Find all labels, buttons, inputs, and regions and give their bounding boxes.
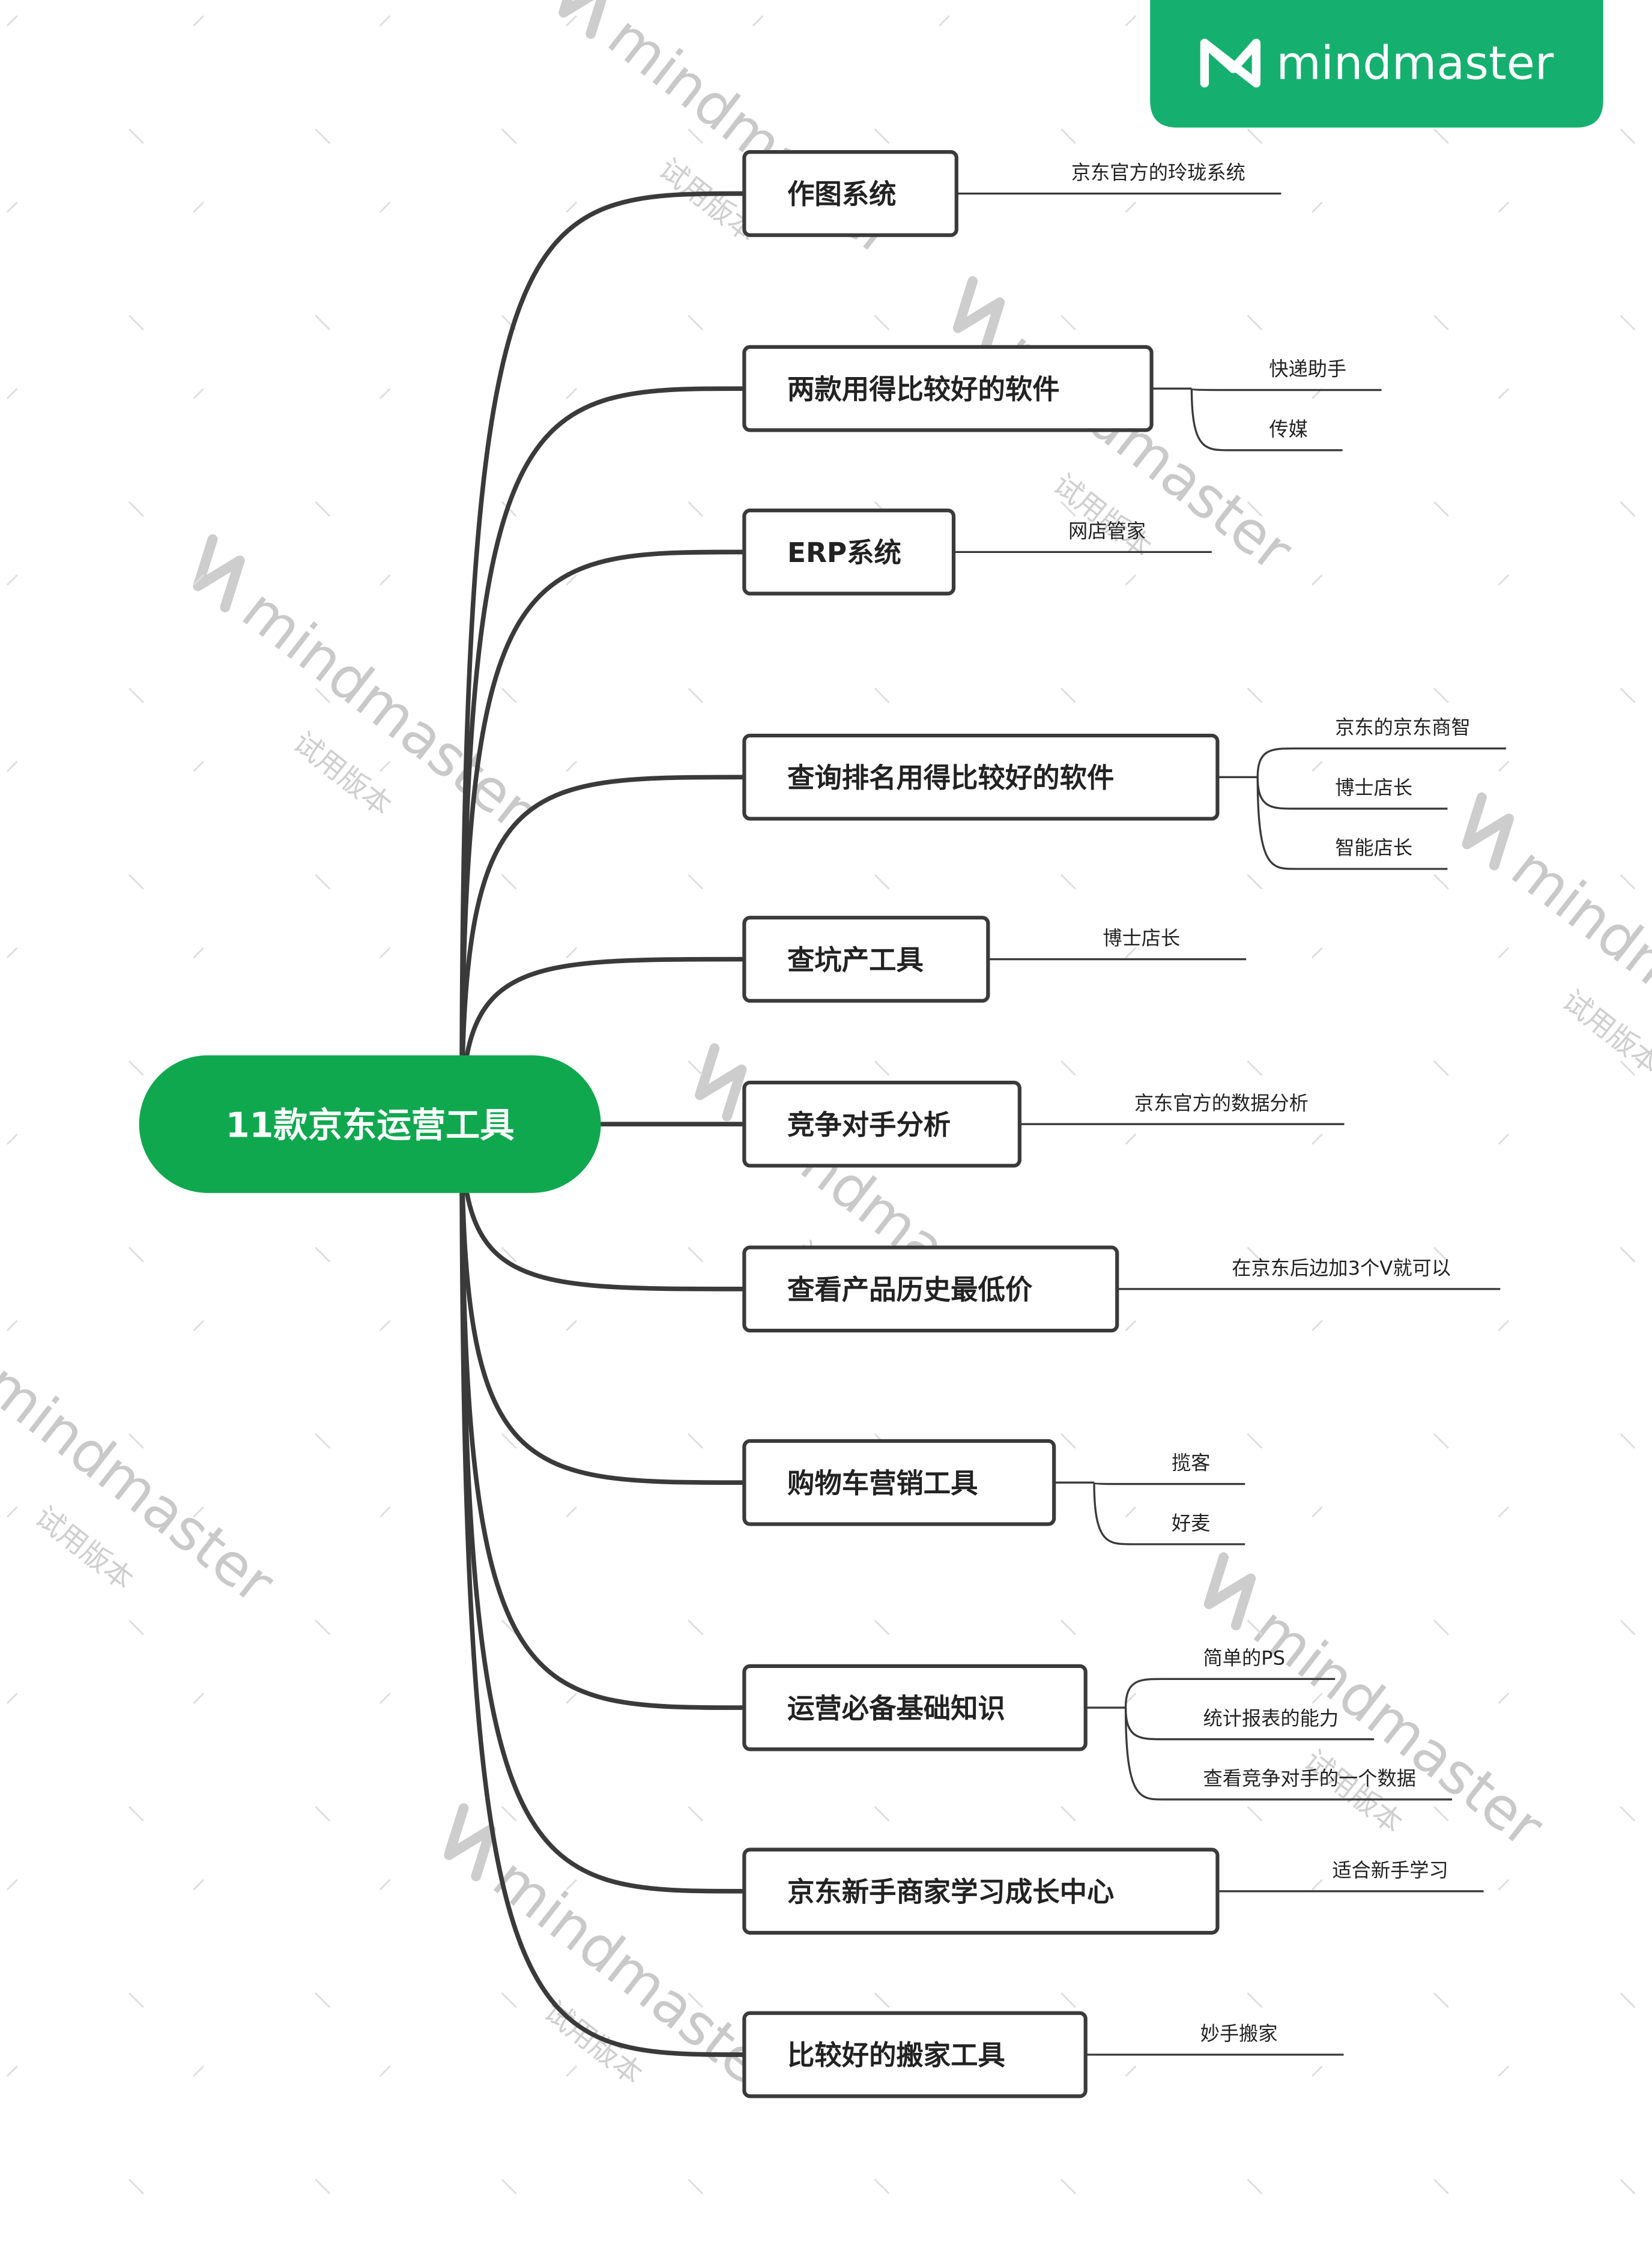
- branch-label: 京东新手商家学习成长中心: [787, 1876, 1114, 1908]
- logo-wordmark: mindmaster: [1276, 37, 1554, 90]
- leaf-label[interactable]: 智能店长: [1335, 836, 1412, 859]
- branch-label: 购物车营销工具: [787, 1467, 978, 1499]
- leaf-connector: [1190, 387, 1382, 391]
- leaf-label[interactable]: 博士店长: [1335, 776, 1412, 799]
- watermark-trial-label: 试用版本: [1556, 984, 1652, 1081]
- leaf-connector: [1093, 1482, 1245, 1545]
- leaf-label[interactable]: 京东的京东商智: [1335, 716, 1471, 739]
- leaf-label[interactable]: 简单的PS: [1203, 1646, 1286, 1669]
- leaf-connector: [1093, 1481, 1245, 1485]
- branch-label: 运营必备基础知识: [787, 1693, 1005, 1724]
- branch-node[interactable]: 两款用得比较好的软件: [742, 345, 1154, 432]
- mindmaster-logo-icon: [444, 1803, 496, 1882]
- mindmaster-logo-icon: [1200, 38, 1261, 88]
- branch-label: ERP系统: [787, 537, 901, 569]
- branch-node[interactable]: 查看产品历史最低价: [742, 1245, 1119, 1333]
- leaf-label[interactable]: 妙手搬家: [1200, 2022, 1278, 2045]
- watermark-word: mindmaster: [0, 1350, 287, 1616]
- branch-label: 比较好的搬家工具: [787, 2040, 1005, 2071]
- branch-node[interactable]: 作图系统: [742, 150, 958, 237]
- branch-node[interactable]: 京东新手商家学习成长中心: [742, 1848, 1220, 1935]
- branch-label: 竞争对手分析: [787, 1109, 951, 1141]
- root-label: 11款京东运营工具: [226, 1105, 515, 1146]
- leaf-label[interactable]: 揽客: [1172, 1452, 1210, 1475]
- leaf-label[interactable]: 京东官方的玲珑系统: [1071, 162, 1245, 184]
- branch-connector: [459, 549, 747, 1127]
- branch-connector: [459, 775, 747, 1127]
- branch-label: 查看产品历史最低价: [787, 1274, 1033, 1306]
- branch-node[interactable]: ERP系统: [742, 509, 956, 596]
- leaf-label[interactable]: 京东官方的数据分析: [1134, 1092, 1309, 1114]
- branch-node[interactable]: 查询排名用得比较好的软件: [742, 733, 1220, 821]
- branch-connector: [459, 1122, 747, 1894]
- branch-label: 查坑产工具: [787, 944, 924, 976]
- branch-node[interactable]: 购物车营销工具: [742, 1439, 1056, 1526]
- branch-node[interactable]: 运营必备基础知识: [742, 1664, 1088, 1751]
- leaf-label[interactable]: 传媒: [1269, 418, 1307, 441]
- branch-node[interactable]: 比较好的搬家工具: [742, 2011, 1088, 2098]
- leaf-connector: [1124, 1678, 1336, 1708]
- mindmaster-logo-icon: [1203, 1552, 1256, 1631]
- branch-label: 查询排名用得比较好的软件: [787, 762, 1114, 794]
- leaf-label[interactable]: 网店管家: [1068, 520, 1146, 543]
- mindmaster-logo-icon: [695, 1043, 747, 1122]
- mindmaster-logo-icon: [952, 276, 1005, 354]
- leaf-connector: [1256, 747, 1506, 778]
- branch-node[interactable]: 查坑产工具: [742, 916, 990, 1003]
- leaf-label[interactable]: 快递助手: [1269, 358, 1346, 381]
- leaf-label[interactable]: 博士店长: [1103, 927, 1180, 950]
- branch-connector: [459, 1122, 747, 2057]
- mindmaster-logo-icon: [1462, 792, 1514, 871]
- mindmaster-logo-icon: [193, 534, 245, 612]
- branch-node[interactable]: 竞争对手分析: [742, 1080, 1021, 1168]
- leaf-label[interactable]: 统计报表的能力: [1203, 1707, 1339, 1730]
- branch-connector: [459, 386, 747, 1127]
- logo-badge: [1150, 0, 1603, 128]
- branch-connector: [459, 191, 747, 1127]
- leaf-label[interactable]: 查看竞争对手的一个数据: [1203, 1767, 1416, 1790]
- leaf-label[interactable]: 好麦: [1172, 1512, 1210, 1535]
- leaf-connector: [1124, 1708, 1453, 1801]
- branch-label: 两款用得比较好的软件: [787, 373, 1060, 405]
- leaf-label[interactable]: 适合新手学习: [1332, 1859, 1448, 1882]
- root-node[interactable]: 11款京东运营工具: [139, 1055, 601, 1193]
- leaf-connector: [1190, 388, 1343, 452]
- branch-connector: [459, 1122, 747, 1485]
- mindmaster-logo-icon: [558, 0, 611, 39]
- leaf-label[interactable]: 在京东后边加3个V就可以: [1232, 1257, 1451, 1280]
- branch-label: 作图系统: [787, 178, 896, 210]
- leaf-connector: [1256, 777, 1448, 870]
- brand-logo: mindmaster: [1150, 0, 1603, 128]
